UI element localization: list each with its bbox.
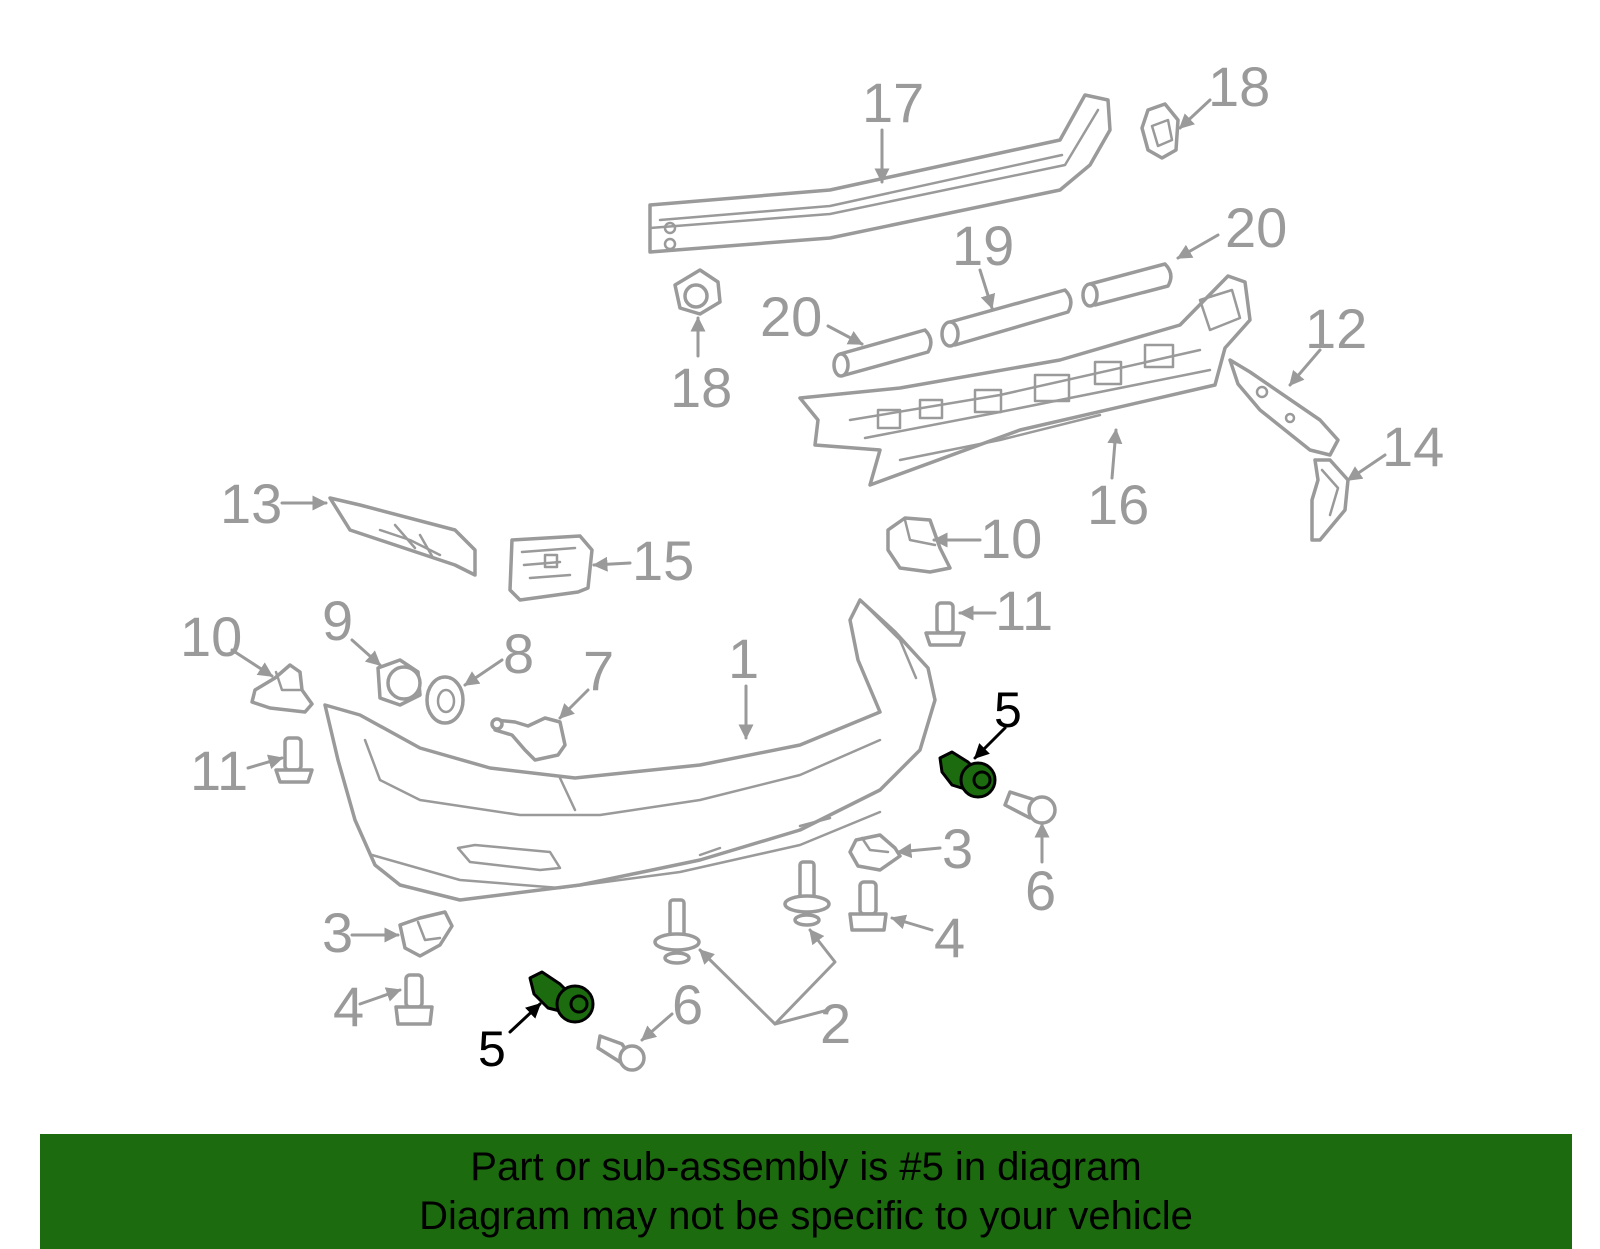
label-18-top: 18 (1208, 55, 1270, 118)
energy-absorber-part-16 (798, 274, 1252, 487)
label-4-left: 4 (333, 975, 364, 1038)
label-11-right: 11 (995, 579, 1053, 642)
label-20-left: 20 (760, 285, 822, 348)
bracket-part-10-right (886, 516, 952, 574)
label-16: 16 (1087, 473, 1149, 536)
label-1: 1 (728, 627, 759, 690)
bracket-part-10-left (250, 663, 314, 714)
highlighted-clip-part-5-right (938, 750, 997, 799)
label-18-bottom: 18 (670, 356, 732, 419)
label-13: 13 (220, 472, 282, 535)
label-7: 7 (583, 639, 614, 702)
bolt-part-4-left (394, 973, 434, 1026)
label-14: 14 (1382, 415, 1444, 478)
spacer-part-20-right (1081, 262, 1173, 308)
rivet-part-2-right (783, 860, 831, 927)
highlighted-clip-part-5-left (528, 970, 595, 1024)
label-8: 8 (503, 622, 534, 685)
label-10-left: 10 (180, 605, 242, 668)
bushing-part-9 (376, 658, 422, 707)
label-3-right: 3 (942, 817, 973, 880)
label-5-right: 5 (994, 682, 1022, 738)
clip-part-3-left (398, 910, 454, 958)
retainer-part-14 (1310, 458, 1350, 542)
clip-part-11-right (924, 601, 966, 647)
label-9: 9 (322, 589, 353, 652)
plate-part-15 (508, 534, 594, 602)
spacer-part-19 (940, 288, 1073, 348)
label-6-left: 6 (672, 973, 703, 1036)
info-banner: Part or sub-assembly is #5 in diagram Di… (40, 1134, 1572, 1249)
clip-part-11-left (274, 736, 314, 784)
label-5-left: 5 (478, 1021, 506, 1077)
nut-part-18a (1140, 102, 1180, 160)
screw-part-6-right (1003, 790, 1057, 825)
label-15: 15 (632, 529, 694, 592)
label-12: 12 (1305, 297, 1367, 360)
label-19: 19 (952, 214, 1014, 277)
bracket-part-12 (1228, 358, 1340, 457)
label-11-left: 11 (190, 739, 248, 802)
rivet-part-2-left (653, 898, 701, 965)
label-2: 2 (820, 992, 851, 1055)
spacer-part-20-left (832, 328, 933, 378)
label-4-right: 4 (934, 906, 965, 969)
clip-part-3-right (848, 833, 902, 872)
bracket-part-13 (328, 496, 477, 577)
sensor-part-7 (490, 716, 567, 762)
bumper-cover-part-1 (323, 598, 937, 902)
banner-line-1: Part or sub-assembly is #5 in diagram (470, 1144, 1142, 1189)
label-3-left: 3 (322, 901, 353, 964)
reinforcement-beam-part-17 (648, 93, 1112, 254)
nut-part-18b (673, 268, 722, 316)
bolt-part-4-right (848, 880, 888, 932)
banner-line-2: Diagram may not be specific to your vehi… (419, 1193, 1193, 1238)
washer-part-8 (425, 675, 465, 725)
screw-part-6-left (596, 1034, 646, 1072)
label-10-right: 10 (980, 507, 1042, 570)
label-17: 17 (862, 71, 924, 134)
label-6-right: 6 (1025, 859, 1056, 922)
label-20-right: 20 (1225, 196, 1287, 259)
